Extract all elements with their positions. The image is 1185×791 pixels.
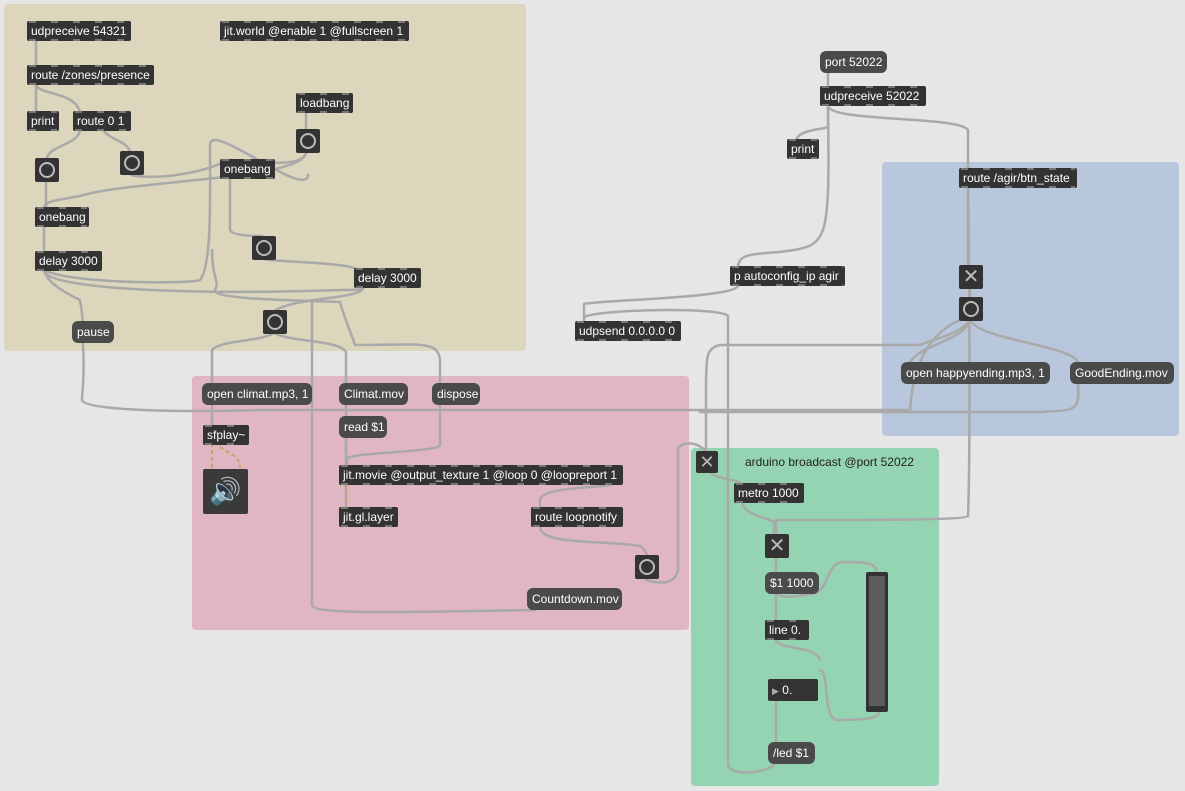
speaker-icon[interactable]: 🔊 xyxy=(203,469,248,514)
jit-movie-object[interactable]: jit.movie @output_texture 1 @loop 0 @loo… xyxy=(339,465,623,485)
delay-3000-object-2[interactable]: delay 3000 xyxy=(354,268,421,288)
arduino-broadcast-comment: arduino broadcast @port 52022 xyxy=(745,455,914,469)
metro-object[interactable]: metro 1000 xyxy=(734,483,804,503)
route-btn-state-object[interactable]: route /agir/btn_state xyxy=(959,168,1077,188)
udpreceive-54321-object[interactable]: udpreceive 54321 xyxy=(27,21,131,41)
panel-arduino xyxy=(691,448,939,786)
print-object-2[interactable]: print xyxy=(787,139,819,159)
ramp-message[interactable]: $1 1000 xyxy=(765,572,819,594)
udpsend-object[interactable]: udpsend 0.0.0.0 0 xyxy=(575,321,681,341)
udpreceive-52022-object[interactable]: udpreceive 52022 xyxy=(820,86,926,106)
jit-world-object[interactable]: jit.world @enable 1 @fullscreen 1 xyxy=(220,21,409,41)
onebang-object-1[interactable]: onebang xyxy=(220,159,275,179)
bang-delay[interactable] xyxy=(263,310,287,334)
bang-route-left[interactable] xyxy=(35,158,59,182)
number-value: 0. xyxy=(782,683,793,697)
read-message[interactable]: read $1 xyxy=(339,416,387,438)
climat-mov-message[interactable]: Climat.mov xyxy=(339,383,408,405)
number-box[interactable]: ▶ 0. xyxy=(768,679,818,701)
led-message[interactable]: /led $1 xyxy=(768,742,815,764)
bang-route-right[interactable] xyxy=(120,151,144,175)
bang-btn-state[interactable] xyxy=(959,297,983,321)
route-presence-object[interactable]: route /zones/presence xyxy=(27,65,154,85)
pause-message[interactable]: pause xyxy=(72,321,114,343)
route-0-1-object[interactable]: route 0 1 xyxy=(73,111,131,131)
loadbang-object[interactable]: loadbang xyxy=(296,93,353,113)
open-happyending-message[interactable]: open happyending.mp3, 1 xyxy=(901,362,1050,384)
number-arrow-icon: ▶ xyxy=(772,686,779,696)
toggle-btn-state[interactable]: ✕ xyxy=(959,265,983,289)
bang-loadbang[interactable] xyxy=(296,129,320,153)
p-autoconfig-object[interactable]: p autoconfig_ip agir xyxy=(730,266,845,286)
countdown-mov-message[interactable]: Countdown.mov xyxy=(527,588,622,610)
bang-loopnotify[interactable] xyxy=(635,555,659,579)
toggle-metro[interactable]: ✕ xyxy=(696,451,718,473)
open-climat-message[interactable]: open climat.mp3, 1 xyxy=(202,383,312,405)
panel-button xyxy=(882,162,1179,436)
route-loopnotify-object[interactable]: route loopnotify xyxy=(531,507,623,527)
slider-track xyxy=(869,576,885,706)
print-object[interactable]: print xyxy=(27,111,59,131)
onebang-object-2[interactable]: onebang xyxy=(35,207,89,227)
port-message[interactable]: port 52022 xyxy=(820,51,887,73)
delay-3000-object-1[interactable]: delay 3000 xyxy=(35,251,102,271)
jit-gl-layer-object[interactable]: jit.gl.layer xyxy=(339,507,398,527)
line-object[interactable]: line 0. xyxy=(765,620,809,640)
bang-onebang[interactable] xyxy=(252,236,276,260)
sfplay-object[interactable]: sfplay~ xyxy=(203,425,249,445)
toggle-ramp[interactable]: ✕ xyxy=(765,534,789,558)
led-slider[interactable] xyxy=(866,572,888,712)
good-ending-message[interactable]: GoodEnding.mov xyxy=(1070,362,1174,384)
dispose-message[interactable]: dispose xyxy=(432,383,480,405)
